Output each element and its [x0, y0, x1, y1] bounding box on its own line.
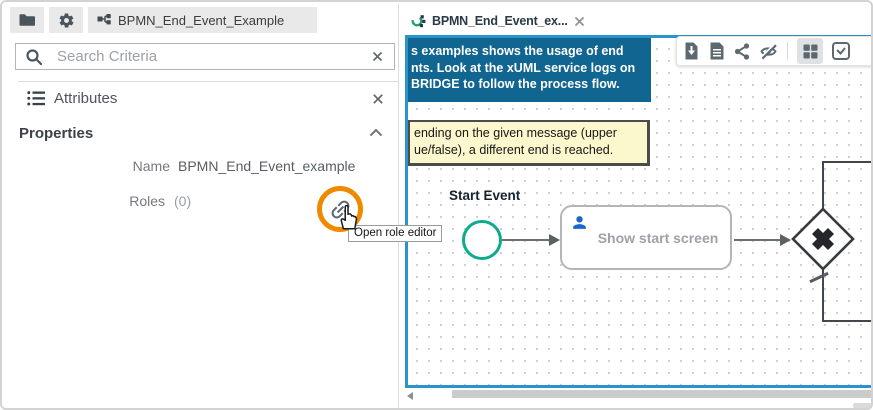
- attributes-header: Attributes: [27, 90, 117, 107]
- grid-view-button[interactable]: [797, 38, 823, 64]
- scroll-left-icon[interactable]: [407, 392, 413, 400]
- project-tab[interactable]: BPMN_End_Event_Example: [88, 7, 317, 33]
- horizontal-scrollbar[interactable]: [452, 390, 871, 398]
- arrowhead-icon: [549, 234, 560, 246]
- person-icon: [570, 213, 589, 232]
- panel-separator: [398, 4, 399, 408]
- properties-title: Properties: [19, 125, 94, 142]
- diagram-annotation-note[interactable]: ending on the given message (upper ue/fa…: [408, 120, 650, 166]
- grid-icon: [803, 44, 818, 59]
- project-tab-label: BPMN_End_Event_Example: [118, 12, 285, 28]
- diagram-canvas[interactable]: s examples shows the usage of end nts. L…: [405, 35, 871, 388]
- annotation-line: ending on the given message (upper: [414, 126, 617, 140]
- start-event-node[interactable]: [462, 220, 502, 260]
- role-editor-tooltip: Open role editor: [348, 225, 443, 242]
- name-field-label: Name: [132, 158, 170, 174]
- more-icon[interactable]: [832, 42, 850, 60]
- bpmn-diagram-icon: [411, 14, 426, 28]
- header-note-line: BRIDGE to follow the process flow.: [411, 77, 620, 91]
- editor-tab[interactable]: BPMN_End_Event_ex...: [411, 9, 585, 33]
- arrowhead-icon: [780, 234, 791, 246]
- default-flow-marker: [809, 271, 829, 284]
- roles-field-value: (0): [174, 193, 192, 209]
- editor-tab-label: BPMN_End_Event_ex...: [432, 14, 568, 28]
- section-divider: [18, 81, 399, 82]
- start-event-label: Start Event: [449, 188, 521, 203]
- sequence-flow: [734, 239, 780, 241]
- connector-line: [822, 161, 871, 163]
- roles-field-label: Roles: [129, 193, 165, 209]
- header-note-line: nts. Look at the xUML service logs on: [411, 60, 636, 75]
- attributes-close-icon[interactable]: [372, 93, 384, 105]
- toolbar-separator: [787, 42, 788, 60]
- settings-button[interactable]: [49, 7, 83, 33]
- gateway-node[interactable]: [790, 206, 856, 272]
- search-clear-icon[interactable]: [372, 51, 383, 62]
- process-icon: [97, 13, 111, 27]
- link-icon: [328, 197, 353, 222]
- gear-icon: [58, 12, 75, 29]
- folder-icon: [18, 12, 36, 28]
- download-icon[interactable]: [683, 42, 700, 60]
- document-icon[interactable]: [709, 42, 725, 60]
- hide-icon[interactable]: [759, 42, 778, 60]
- search-placeholder: Search Criteria: [57, 48, 158, 65]
- editor-tab-close-icon[interactable]: [574, 16, 585, 27]
- diagram-toolbar: [676, 36, 871, 66]
- sequence-flow: [502, 239, 549, 241]
- chevron-up-icon[interactable]: [369, 128, 383, 137]
- connector-line: [822, 320, 871, 322]
- search-input[interactable]: Search Criteria: [15, 43, 395, 70]
- task-label: Show start screen: [597, 229, 719, 246]
- share-icon[interactable]: [734, 42, 750, 60]
- connector-line: [822, 161, 824, 208]
- search-icon: [25, 48, 43, 66]
- attributes-label: Attributes: [54, 90, 118, 107]
- diagram-header-note[interactable]: s examples shows the usage of end nts. L…: [408, 38, 651, 102]
- folder-button[interactable]: [10, 7, 44, 33]
- header-note-line: s examples shows the usage of end: [411, 44, 624, 58]
- hand-cursor-icon: [335, 201, 361, 231]
- scrollbar-corner: [853, 403, 871, 408]
- connector-line: [822, 269, 824, 321]
- annotation-line: ue/false), a different end is reached.: [414, 143, 614, 157]
- task-show-start-screen[interactable]: Show start screen: [560, 205, 732, 270]
- name-field-value: BPMN_End_Event_example: [178, 158, 356, 174]
- list-icon: [27, 90, 46, 107]
